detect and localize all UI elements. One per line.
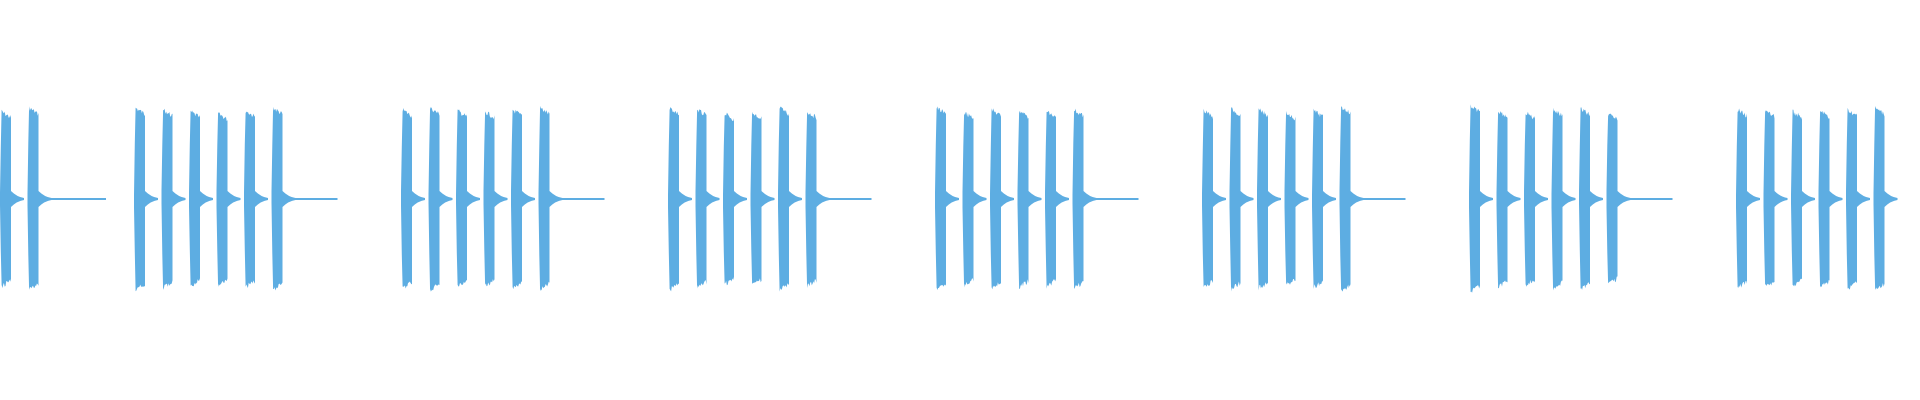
waveform-burst xyxy=(1257,108,1268,291)
waveform-burst xyxy=(1818,111,1830,288)
waveform-burst xyxy=(1846,107,1857,290)
waveform-burst xyxy=(216,112,228,287)
waveform-burst xyxy=(1229,107,1241,292)
waveform-burst xyxy=(695,109,707,289)
waveform-burst xyxy=(990,108,1001,290)
waveform-burst xyxy=(428,106,440,292)
waveform-burst xyxy=(1045,110,1056,289)
waveform-decay xyxy=(1056,191,1069,207)
waveform-burst xyxy=(483,111,495,287)
waveform-decay xyxy=(522,191,535,207)
waveform-burst xyxy=(401,108,412,289)
waveform-burst xyxy=(1524,111,1535,287)
waveform-burst xyxy=(1469,104,1480,293)
waveform-decay xyxy=(706,191,720,207)
waveform-decay xyxy=(1268,191,1281,207)
waveform-burst xyxy=(1202,108,1213,287)
waveform-decay xyxy=(1617,191,1631,207)
waveform-decay xyxy=(761,191,775,207)
waveform-decay xyxy=(1535,191,1548,207)
waveform-decay xyxy=(1083,191,1097,207)
waveform-burst xyxy=(723,112,734,286)
waveform-decay xyxy=(38,191,52,207)
waveform-decay xyxy=(1829,191,1843,207)
waveform-decay xyxy=(145,191,158,207)
waveform-decay xyxy=(1590,191,1603,207)
waveform-decay xyxy=(11,191,24,207)
waveform-decay xyxy=(439,191,453,207)
waveform-burst xyxy=(778,106,789,292)
waveform-burst xyxy=(1579,107,1590,290)
waveform-burst xyxy=(1017,110,1029,289)
waveform-decay xyxy=(227,191,241,207)
waveform-burst xyxy=(1791,109,1802,287)
waveform-tail xyxy=(1630,198,1673,200)
waveform-burst xyxy=(962,112,974,288)
waveform-burst xyxy=(189,110,200,287)
waveform-burst xyxy=(1551,107,1563,291)
waveform-burst xyxy=(1339,106,1351,292)
waveform-burst xyxy=(271,106,283,291)
waveform-burst xyxy=(1312,108,1323,289)
waveform-decay xyxy=(1507,191,1521,207)
waveform-burst xyxy=(134,107,145,292)
waveform-burst xyxy=(1873,106,1885,290)
waveform-burst xyxy=(1496,111,1508,289)
waveform-decay xyxy=(679,191,692,207)
waveform-burst xyxy=(1072,108,1084,289)
waveform-burst xyxy=(1284,111,1296,285)
waveform-tail xyxy=(562,198,605,200)
waveform-burst xyxy=(0,109,11,289)
waveform-burst xyxy=(935,106,946,291)
waveform-decay xyxy=(255,191,268,207)
waveform-burst xyxy=(1763,110,1775,286)
waveform-decay xyxy=(1562,191,1576,207)
waveform-decay xyxy=(1774,191,1788,207)
waveform-decay xyxy=(1240,191,1254,207)
waveform-decay xyxy=(1857,191,1870,207)
waveform-decay xyxy=(734,191,747,207)
waveform-decay xyxy=(1802,191,1815,207)
waveform-tail xyxy=(1096,198,1139,200)
waveform-decay xyxy=(1884,191,1898,207)
waveform-burst xyxy=(456,109,467,287)
waveform-burst xyxy=(750,111,762,284)
waveform-decay xyxy=(172,191,186,207)
waveform-decay xyxy=(1028,191,1042,207)
waveform-decay xyxy=(1213,191,1226,207)
waveform-burst xyxy=(1736,108,1747,288)
waveform-decay xyxy=(494,191,508,207)
waveform-decay xyxy=(282,191,296,207)
waveform-decay xyxy=(1001,191,1014,207)
waveform-decay xyxy=(412,191,425,207)
waveform-tail xyxy=(51,198,106,200)
waveform-decay xyxy=(1480,191,1493,207)
waveform-tail xyxy=(295,198,338,200)
waveform-burst xyxy=(538,105,550,292)
waveform-decay xyxy=(1323,191,1336,207)
waveform-burst xyxy=(161,108,173,290)
waveform-decay xyxy=(973,191,987,207)
waveform-decay xyxy=(1350,191,1364,207)
waveform-decay xyxy=(1747,191,1760,207)
waveform-decay xyxy=(467,191,480,207)
waveform-burst xyxy=(511,109,522,290)
waveform-decay xyxy=(946,191,959,207)
waveform-decay xyxy=(200,191,213,207)
waveform-burst xyxy=(244,111,255,288)
waveform-burst xyxy=(1606,113,1618,284)
waveform-decay xyxy=(789,191,802,207)
waveform-decay xyxy=(816,191,830,207)
waveform-burst xyxy=(805,112,817,288)
waveform-tail xyxy=(829,198,872,200)
waveform-decay xyxy=(1295,191,1309,207)
waveform-burst xyxy=(27,106,39,290)
waveform-pulses xyxy=(0,104,1898,293)
waveform-tail xyxy=(1363,198,1406,200)
waveform-burst xyxy=(668,107,679,292)
waveform-decay xyxy=(549,191,563,207)
